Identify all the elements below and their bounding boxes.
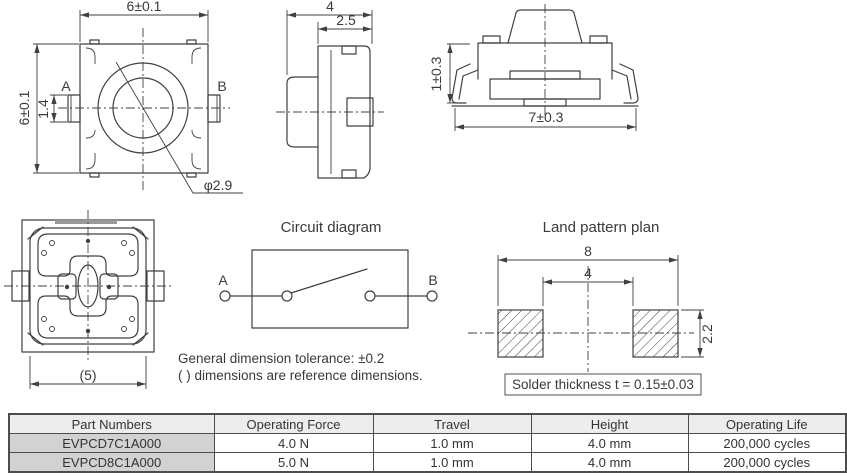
circuit-diagram: Circuit diagram A B — [218, 219, 438, 329]
land-pad-left — [497, 309, 544, 358]
cell-height: 4.0 mm — [530, 452, 689, 473]
cell-height: 4.0 mm — [530, 433, 689, 453]
technical-drawing: A B 6±0.1 6±0.1 1.4 φ2.9 4 — [4, 0, 715, 396]
cell-travel: 1.0 mm — [372, 433, 532, 453]
top-view: A B 6±0.1 6±0.1 1.4 φ2.9 — [16, 0, 243, 194]
cell-operating-life: 200,000 cycles — [687, 433, 847, 453]
land-pad-right — [632, 309, 679, 358]
col-header-operating-force: Operating Force — [213, 413, 374, 434]
front-view: 1±0.3 7±0.3 — [428, 4, 639, 131]
col-header-travel: Travel — [372, 413, 532, 434]
bottom-view: (5) — [4, 210, 172, 389]
dim-ref-width: (5) — [79, 367, 96, 383]
circuit-terminal-a: A — [218, 272, 228, 288]
land-pattern-title: Land pattern plan — [543, 219, 660, 236]
note-tolerance: General dimension tolerance: ±0.2 — [178, 351, 384, 366]
dim-top-width: 6±0.1 — [127, 0, 162, 14]
table-row: EVPCD7C1A000 4.0 N 1.0 mm 4.0 mm 200,000… — [8, 433, 847, 453]
cell-part-number: EVPCD7C1A000 — [8, 433, 215, 453]
dim-body-depth: 2.5 — [336, 12, 356, 28]
dim-land-inner: 4 — [584, 265, 592, 281]
col-header-part-numbers: Part Numbers — [8, 413, 215, 434]
cell-part-number: EVPCD8C1A000 — [8, 452, 215, 473]
table-row: EVPCD8C1A000 5.0 N 1.0 mm 4.0 mm 200,000… — [8, 452, 847, 473]
dim-terminal-width: 1.4 — [35, 99, 51, 119]
spec-table: Part Numbers Operating Force Travel Heig… — [8, 413, 847, 473]
land-pattern-plan: Land pattern plan 8 4 2.2 Solder thickne… — [468, 219, 715, 396]
col-header-height: Height — [530, 413, 689, 434]
cell-travel: 1.0 mm — [372, 452, 532, 473]
col-header-operating-life: Operating Life — [687, 413, 847, 434]
side-view: 4 2.5 — [276, 0, 384, 179]
circuit-diagram-title: Circuit diagram — [281, 219, 382, 236]
dim-left-height: 6±0.1 — [16, 90, 32, 125]
dim-land-outer: 8 — [584, 243, 592, 259]
dim-hole-diameter: φ2.9 — [204, 177, 233, 193]
cell-operating-force: 5.0 N — [213, 452, 374, 473]
dim-depth: 4 — [326, 0, 334, 14]
dim-lead-span: 7±0.3 — [529, 109, 564, 125]
dim-pad-height: 2.2 — [699, 324, 715, 344]
solder-thickness-note: Solder thickness t = 0.15±0.03 — [512, 377, 694, 392]
cell-operating-force: 4.0 N — [213, 433, 374, 453]
note-reference: ( ) dimensions are reference dimensions. — [178, 368, 423, 383]
terminal-a-label: A — [61, 78, 71, 94]
circuit-terminal-b: B — [428, 272, 437, 288]
table-header-row: Part Numbers Operating Force Travel Heig… — [8, 413, 847, 434]
general-notes: General dimension tolerance: ±0.2 ( ) di… — [178, 351, 423, 383]
cell-operating-life: 200,000 cycles — [687, 452, 847, 473]
dim-standoff: 1±0.3 — [428, 56, 444, 91]
terminal-b-label: B — [217, 78, 226, 94]
